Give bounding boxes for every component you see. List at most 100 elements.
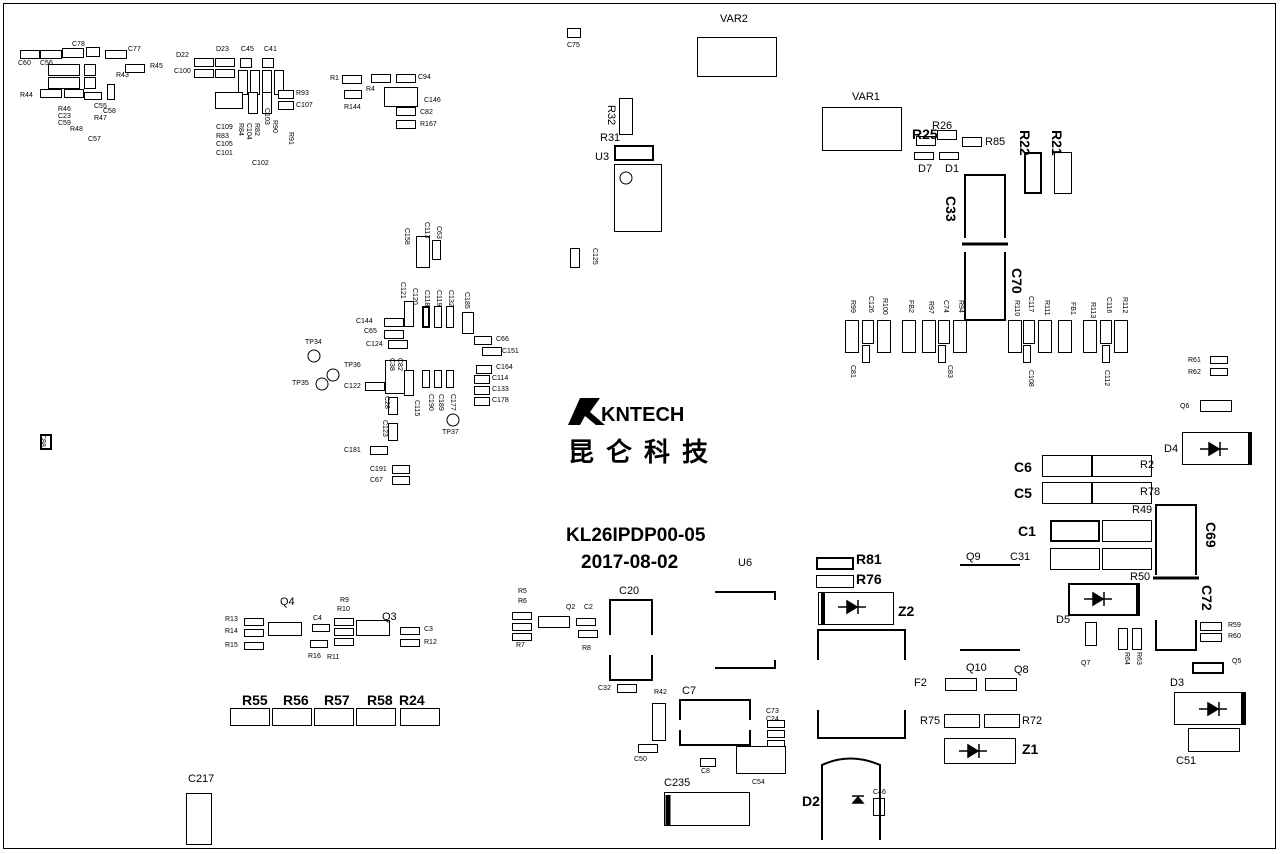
component-pad	[238, 70, 248, 95]
designator-label: R7	[516, 642, 525, 649]
component-pad	[40, 89, 62, 98]
component-pad	[446, 370, 454, 388]
component-pad	[482, 347, 502, 356]
designator-label: R6	[518, 598, 527, 605]
designator-label: TP37	[442, 429, 459, 436]
component-pad	[396, 74, 416, 83]
designator-label: R72	[1022, 715, 1043, 727]
designator-label: C8	[701, 768, 710, 775]
designator-label: C51	[1176, 755, 1197, 767]
component-pad	[664, 792, 750, 826]
component-pad	[614, 164, 662, 232]
component-pad	[62, 48, 84, 58]
component-pad	[244, 642, 264, 650]
component-pad	[244, 618, 264, 626]
component-pad	[570, 248, 580, 268]
component-pad	[400, 708, 440, 726]
designator-label: Q10	[966, 662, 987, 674]
component-pad	[125, 64, 145, 73]
designator-label: R13	[225, 616, 238, 623]
designator-label: TP34	[305, 339, 322, 346]
designator-label: R44	[20, 92, 33, 99]
component-pad	[945, 678, 977, 691]
designator-label: R49	[1132, 504, 1153, 516]
component-pad	[356, 620, 390, 636]
designator-label: R59	[1228, 622, 1241, 629]
designator-label: D22	[176, 52, 189, 59]
component-pad	[370, 446, 388, 455]
component-pad	[422, 306, 430, 328]
designator-label: C2	[584, 604, 593, 611]
component-pad	[432, 240, 441, 260]
component-pad	[1100, 320, 1112, 344]
component-pad	[697, 37, 777, 77]
designator-label: R56	[283, 692, 309, 708]
component-pad	[365, 382, 385, 391]
designator-label: VAR2	[720, 13, 748, 25]
component-pad	[1114, 320, 1128, 353]
component-pad	[1118, 628, 1128, 650]
component-pad	[40, 434, 52, 450]
designator-label: C45	[241, 46, 254, 53]
designator-label: C41	[264, 46, 277, 53]
component-pad	[538, 616, 570, 628]
designator-label: R31	[600, 132, 621, 144]
designator-label: C59	[58, 120, 71, 127]
designator-label: C6	[1014, 459, 1032, 475]
designator-label: C55	[94, 103, 107, 110]
component-pad	[400, 627, 420, 635]
designator-label: TP36	[344, 362, 361, 369]
designator-label: C66	[496, 336, 509, 343]
component-pad	[334, 628, 354, 636]
component-pad	[914, 152, 934, 160]
designator-label: C235	[664, 777, 691, 789]
component-pad	[262, 58, 274, 68]
component-pad	[962, 137, 982, 147]
component-pad	[1210, 368, 1228, 376]
component-pad	[278, 90, 294, 99]
component-pad	[84, 92, 102, 100]
designator-label: C178	[492, 397, 509, 404]
board-part-number: KL26IPDP00-05	[566, 525, 706, 546]
designator-label: C114	[492, 375, 509, 382]
designator-label: C151	[502, 348, 519, 355]
designator-label: R48	[70, 126, 83, 133]
brand-name-en: KNTECH	[601, 404, 685, 426]
designator-label: R11	[327, 654, 340, 661]
component-pad	[1102, 548, 1152, 570]
designator-label: Q4	[280, 596, 295, 608]
component-pad	[40, 50, 62, 59]
designator-label: Q6	[1180, 403, 1190, 410]
component-pad	[1083, 320, 1097, 353]
designator-label: R26	[932, 120, 953, 132]
designator-label: R58	[367, 692, 393, 708]
designator-label: TP35	[292, 380, 309, 387]
designator-label: C4	[313, 615, 322, 622]
component-pad	[512, 633, 532, 641]
designator-label: C20	[619, 585, 640, 597]
component-pad	[1042, 455, 1092, 477]
component-pad	[278, 101, 294, 110]
component-pad	[334, 618, 354, 626]
component-pad	[107, 84, 115, 100]
designator-label: C57	[88, 136, 101, 143]
component-pad	[619, 98, 633, 135]
component-pad	[862, 345, 870, 363]
component-pad	[474, 397, 490, 406]
component-pad	[384, 87, 418, 107]
component-pad	[816, 557, 854, 570]
designator-label: C124	[366, 341, 383, 348]
component-pad	[512, 623, 532, 631]
designator-label: R12	[424, 639, 437, 646]
component-pad	[1058, 320, 1072, 353]
component-pad	[1050, 520, 1100, 542]
component-pad	[194, 58, 214, 67]
designator-label: R85	[985, 136, 1006, 148]
component-pad	[916, 136, 936, 146]
designator-label: R76	[856, 571, 882, 587]
designator-label: R62	[1188, 369, 1201, 376]
designator-label: R42	[654, 689, 667, 696]
component-pad	[262, 92, 272, 114]
designator-label: R25	[912, 126, 938, 142]
